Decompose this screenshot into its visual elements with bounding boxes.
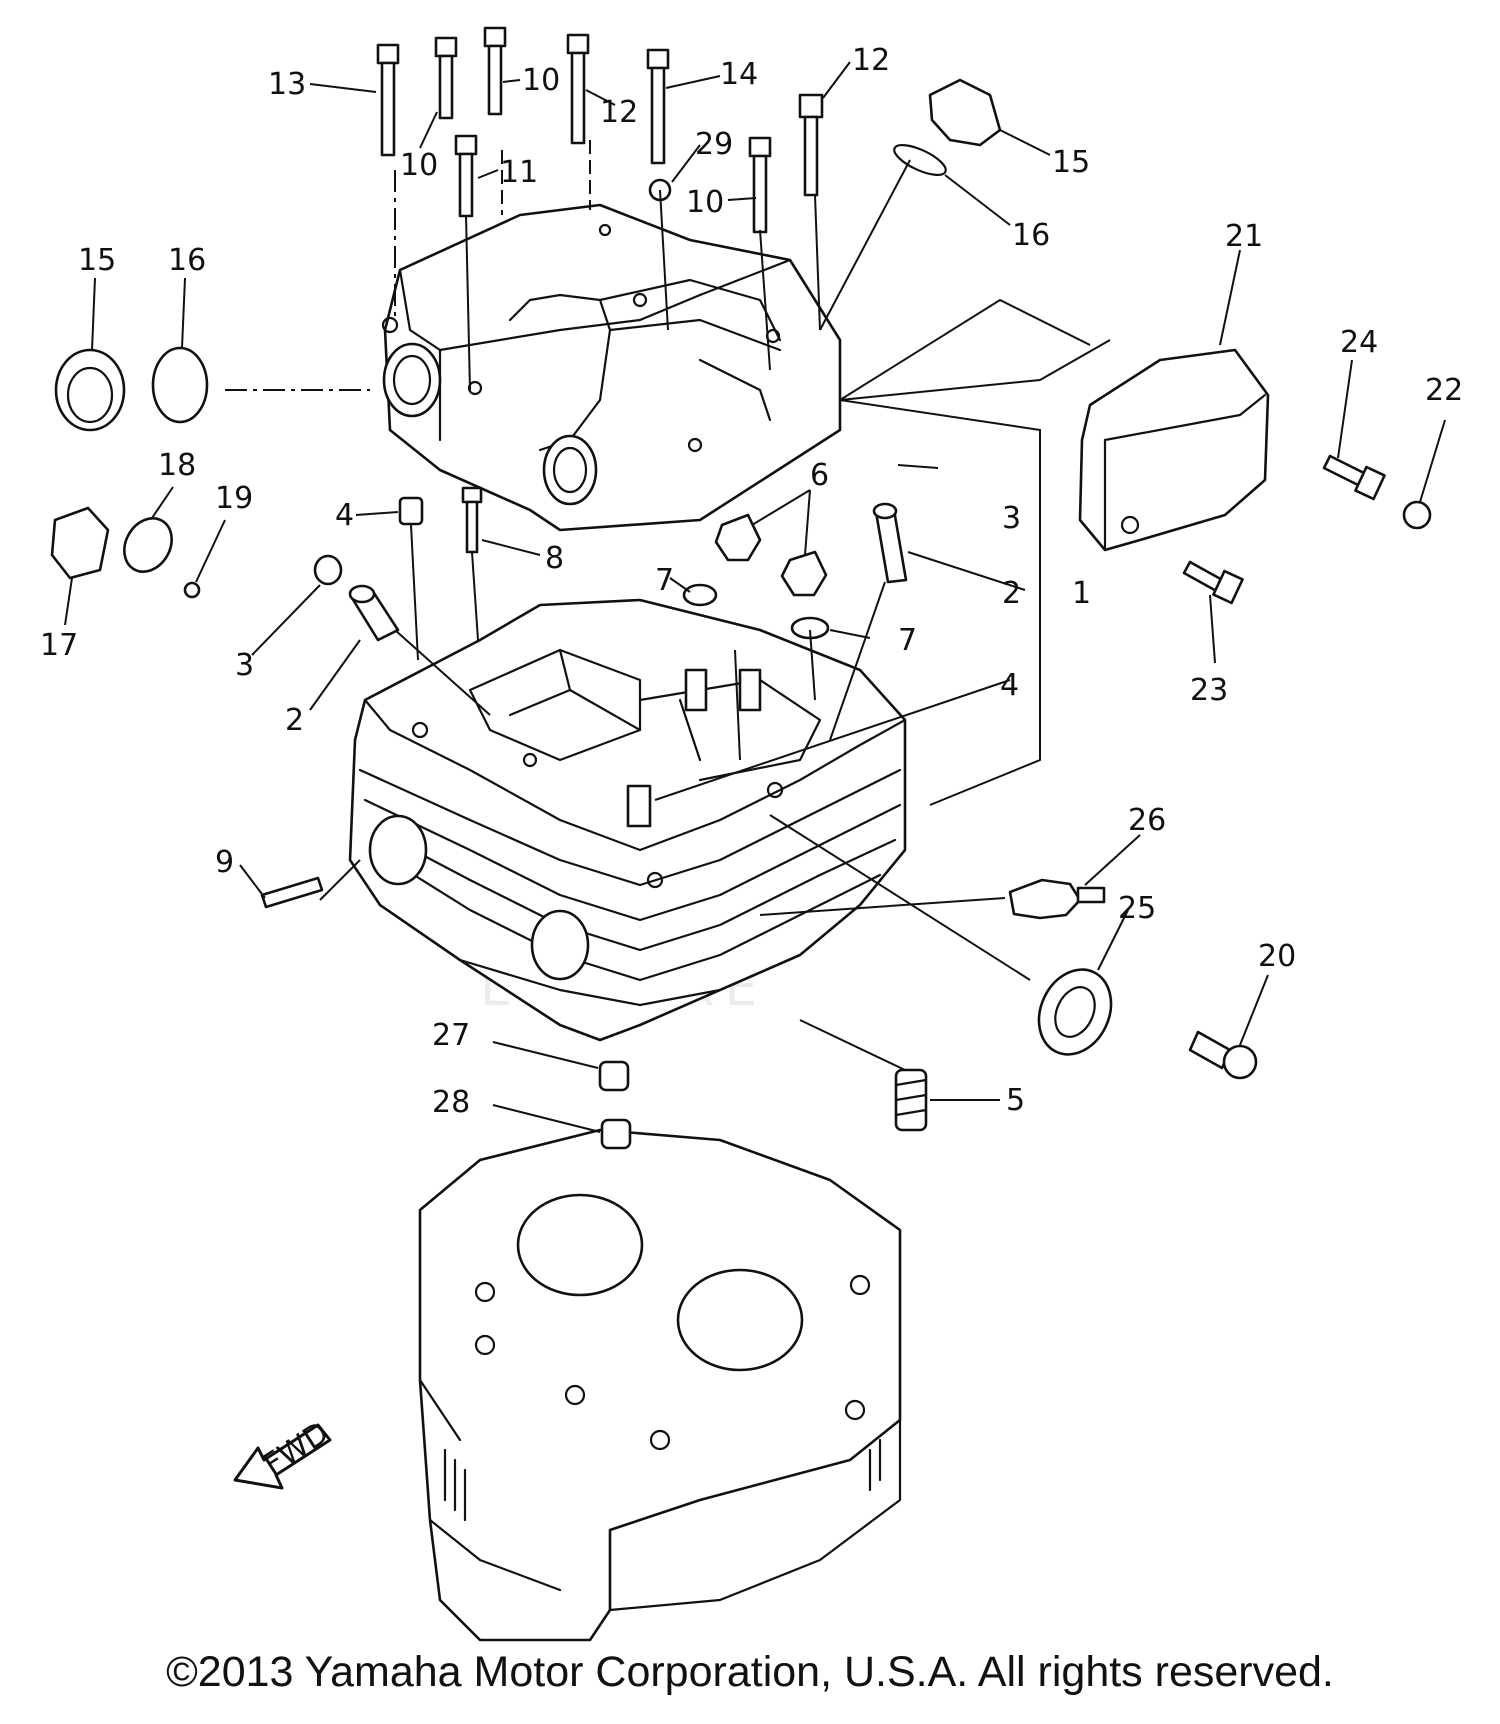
callout-21: 21 [1225, 219, 1263, 254]
bolt-14 [646, 48, 670, 165]
callout-6: 6 [810, 458, 829, 493]
callout-11: 11 [500, 155, 538, 190]
callout-10: 10 [522, 63, 560, 98]
callout-pointers [64, 61, 1446, 1133]
callout-labels: 13 10 10 12 14 12 29 11 10 15 16 21 24 2… [40, 43, 1463, 1120]
callout-3: 3 [235, 648, 254, 683]
callout-9: 9 [215, 845, 234, 880]
cover-bolts [376, 26, 824, 234]
callout-16: 16 [1012, 218, 1050, 253]
callout-5: 5 [1006, 1083, 1025, 1118]
callout-23: 23 [1190, 673, 1228, 708]
callout-4: 4 [1000, 668, 1019, 703]
callout-29: 29 [695, 127, 733, 162]
callout-12: 12 [600, 95, 638, 130]
callout-27: 27 [432, 1018, 470, 1053]
callout-1: 1 [1072, 576, 1091, 611]
leader-lines [225, 140, 1111, 1071]
fwd-label: FWD [257, 1415, 335, 1482]
callout-8: 8 [545, 541, 564, 576]
callout-15: 15 [78, 243, 116, 278]
callout-18: 18 [158, 448, 196, 483]
callout-25: 25 [1118, 891, 1156, 926]
callout-2: 2 [1002, 576, 1021, 611]
cylinder-head [348, 598, 907, 1042]
callout-4: 4 [335, 498, 354, 533]
callout-24: 24 [1340, 325, 1378, 360]
callout-15: 15 [1052, 145, 1090, 180]
bolt-10a [434, 36, 458, 120]
bolt-10b [483, 26, 507, 116]
callout-28: 28 [432, 1085, 470, 1120]
callout-2: 2 [285, 703, 304, 738]
callout-3: 3 [1002, 501, 1021, 536]
bolt-10c [748, 136, 772, 234]
callout-26: 26 [1128, 803, 1166, 838]
callout-20: 20 [1258, 939, 1296, 974]
callout-7: 7 [655, 563, 674, 598]
cylinder-head-cover [381, 203, 842, 532]
bolt-11 [454, 134, 478, 218]
callout-10: 10 [400, 148, 438, 183]
forward-direction-arrow: FWD [233, 1415, 335, 1490]
small-parts [50, 78, 1432, 1150]
callout-14: 14 [720, 57, 758, 92]
cylinder-block [418, 1128, 902, 1642]
callout-17: 17 [40, 628, 78, 663]
callout-19: 19 [215, 481, 253, 516]
callout-7: 7 [898, 623, 917, 658]
callout-12: 12 [852, 43, 890, 78]
callout-10: 10 [686, 185, 724, 220]
callout-22: 22 [1425, 373, 1463, 408]
callout-16: 16 [168, 243, 206, 278]
bolt-12a [566, 33, 590, 145]
bolt-13 [376, 43, 400, 157]
bolt-12b [798, 93, 824, 197]
callout-13: 13 [268, 67, 306, 102]
copyright-notice: ©2013 Yamaha Motor Corporation, U.S.A. A… [166, 1648, 1334, 1696]
